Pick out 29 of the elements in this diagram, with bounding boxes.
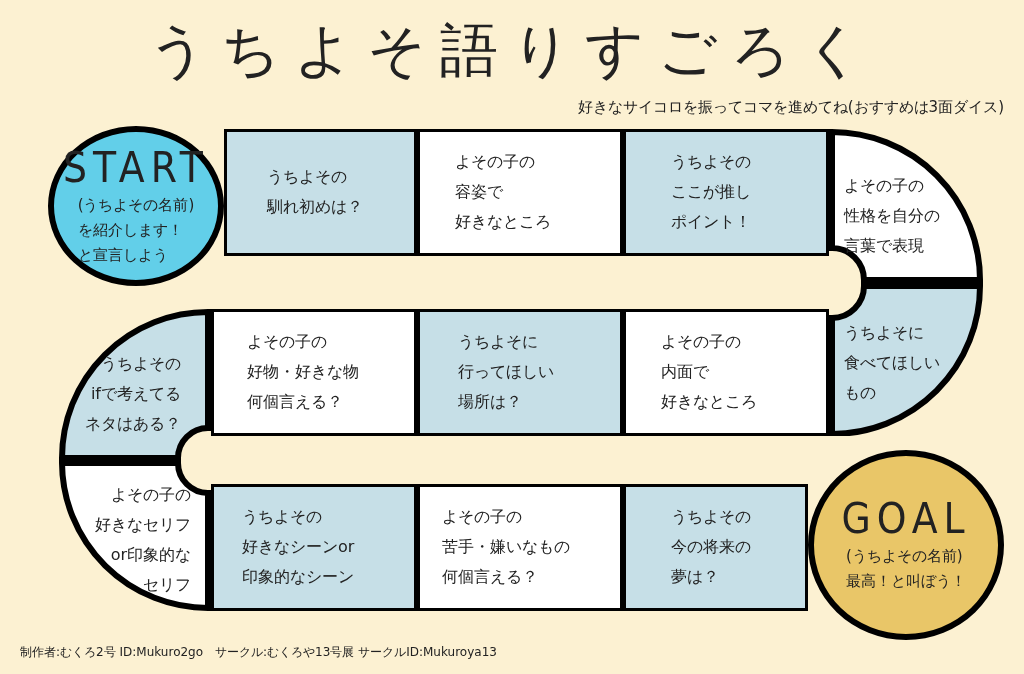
instruction-text: (うちよその名前)を紹介します！と宣言しよう [77,194,195,266]
square-text: よその子の内面で好きなところ [661,331,757,413]
credit-text: 制作者:むくろ2号 ID:Mukuro2go サークル:むくろや13号展 サークルID:Mukuroya13 [20,644,497,661]
board-square [211,309,417,436]
board-square [211,484,417,611]
square-text: うちよその今の将来の夢は？ [671,506,751,588]
square-text: うちよそに行ってほしい場所は？ [458,331,554,413]
board-square [623,309,829,436]
square-text: よその子の苦手・嫌いなもの何個言える？ [442,506,570,588]
square-text: よその子の好物・好きな物何個言える？ [247,331,359,413]
board-square [417,309,623,436]
square-text: うちよその好きなシーンor印象的なシーン [242,506,355,588]
square-text: うちよその馴れ初めは？ [267,166,363,218]
square-text: よその子の性格を自分の言葉で表現 [844,175,940,257]
board-square [417,129,623,256]
start-goal-heading: START [63,144,209,191]
board-square [623,129,829,256]
board-square [623,484,808,611]
start-goal-heading: GOAL [841,496,971,542]
instruction-text: (うちよその名前)最高！と叫ぼう！ [846,546,966,592]
board-square [417,484,623,611]
square-text: よその子の好きなセリフor印象的なセリフ [95,484,191,596]
square-text: うちよそのここが推しポイント！ [671,151,751,233]
square-text: うちよそのifで考えてるネタはある？ [85,353,181,435]
square-text: よその子の容姿で好きなところ [455,151,551,233]
instruction-note: 好きなサイコロを振ってコマを進めてね(おすすめは3面ダイス) [577,98,1004,117]
board-square [224,129,417,256]
title: うちよそ語りすごろく [146,15,878,86]
square-text: うちよそに食べてほしいもの [844,322,940,404]
